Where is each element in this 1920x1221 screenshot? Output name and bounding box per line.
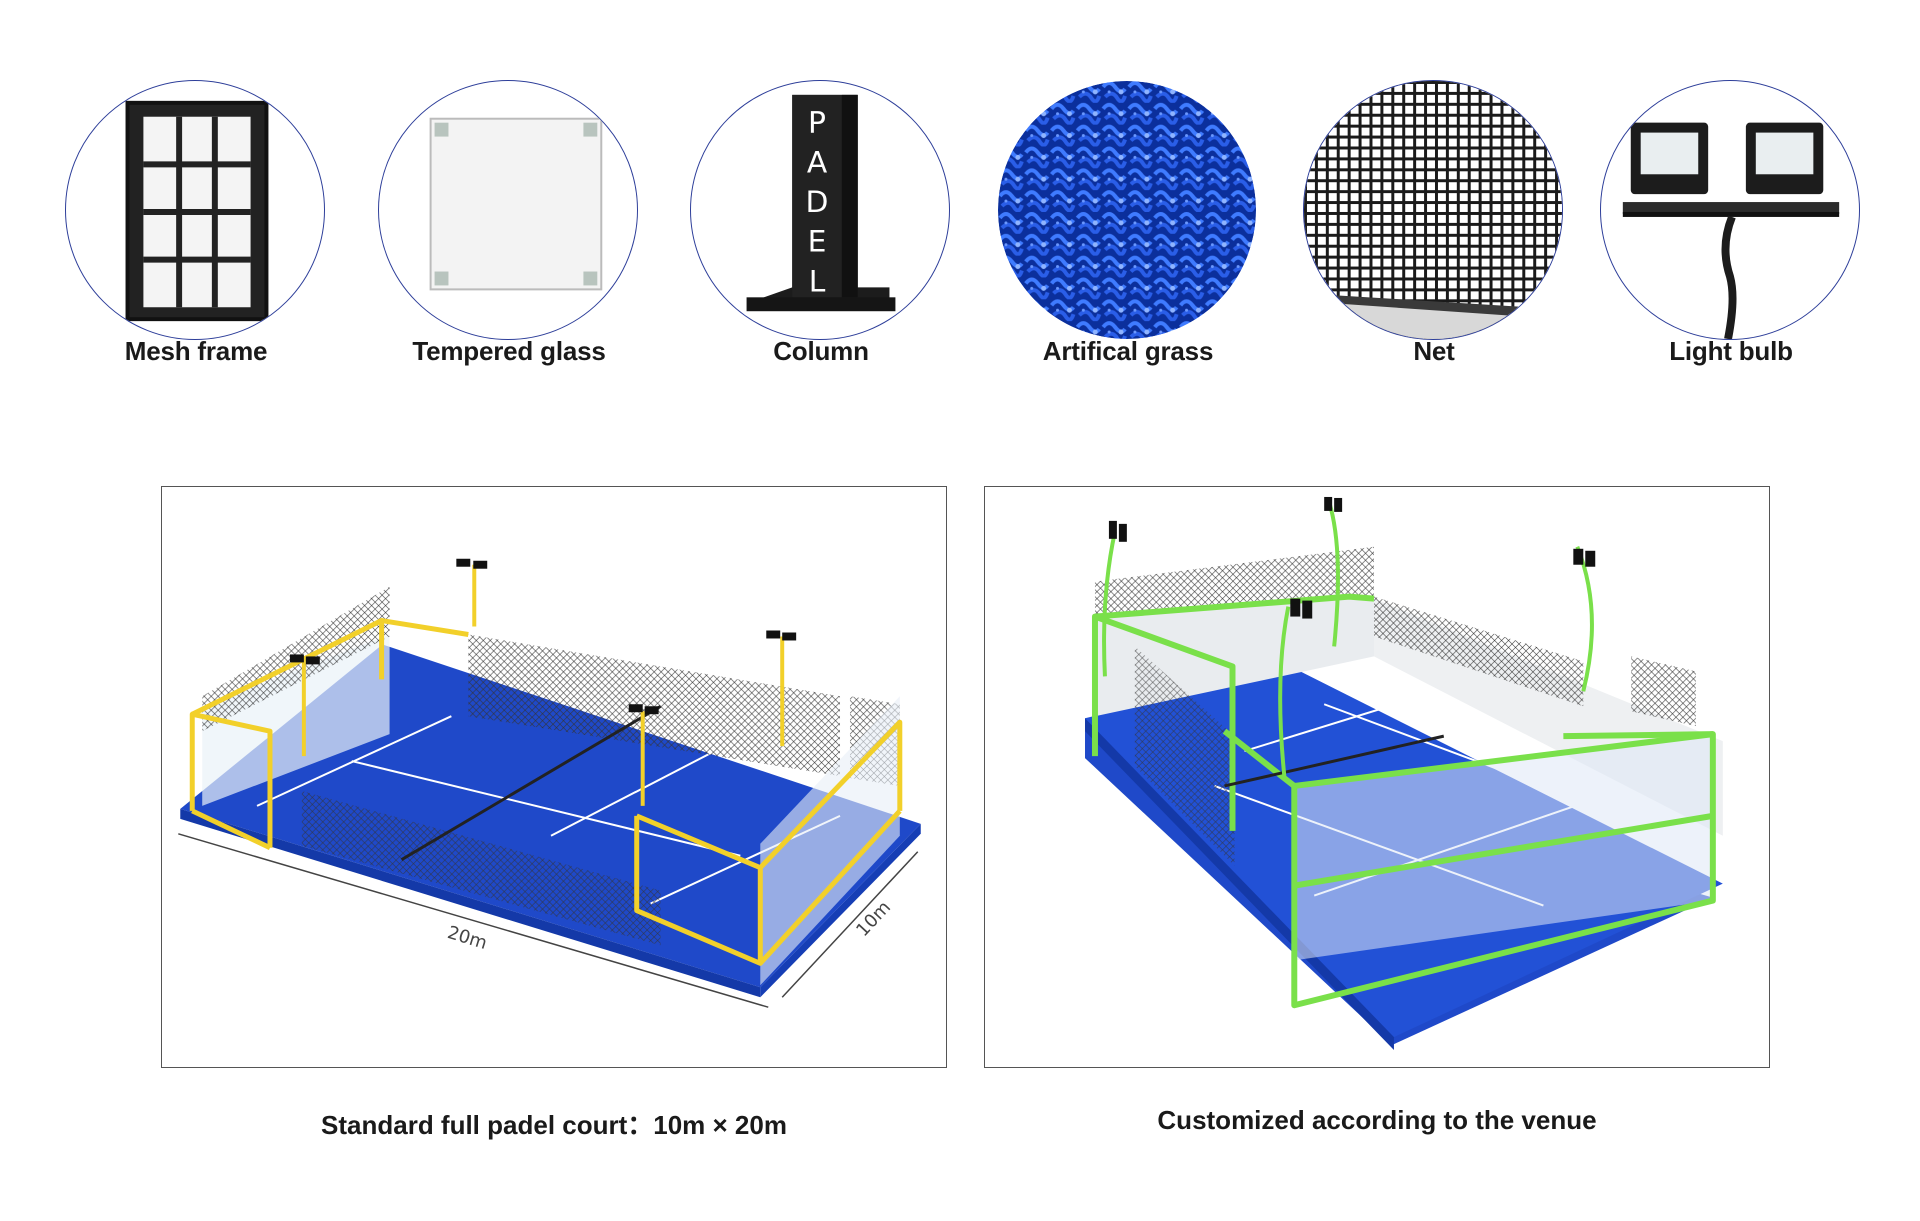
part-label: Tempered glass	[412, 336, 606, 366]
column-letter: D	[806, 185, 829, 220]
standard-court-illustration: 20m 10m	[178, 558, 921, 1008]
column-letter: L	[809, 264, 826, 299]
custom-court-panel	[984, 486, 1770, 1068]
width-dimension-label: 10m	[852, 897, 895, 941]
part-label: Light bulb	[1669, 336, 1793, 366]
column-letter: A	[807, 145, 828, 180]
part-light-bulb: Light bulb	[1600, 80, 1862, 366]
part-net: Net	[1303, 80, 1565, 366]
custom-court-caption: Customized according to the venue	[1157, 1105, 1597, 1135]
custom-court-illustration	[1085, 496, 1723, 1051]
net-icon	[1303, 80, 1563, 340]
parts-row: Mesh frame Tempered glass P	[0, 0, 1920, 380]
part-label: Mesh frame	[124, 336, 268, 366]
part-artificial-grass: Artifical grass	[997, 80, 1259, 366]
light-bulb-icon	[1600, 80, 1860, 340]
part-label: Artifical grass	[1042, 336, 1214, 366]
standard-court-panel: 20m 10m	[161, 486, 947, 1068]
tempered-glass-icon	[378, 80, 638, 340]
part-column: P A D E L Column	[690, 80, 952, 366]
column-letter: P	[808, 106, 826, 141]
length-dimension-label: 20m	[445, 922, 490, 954]
part-label: Net	[1413, 336, 1455, 366]
column-icon: P A D E L	[690, 80, 950, 340]
part-label: Column	[773, 336, 869, 366]
part-mesh-frame: Mesh frame	[65, 80, 327, 366]
standard-court-caption: Standard full padel court：10m × 20m	[321, 1110, 787, 1140]
column-letter: E	[808, 225, 827, 260]
part-tempered-glass: Tempered glass	[378, 80, 640, 366]
artificial-grass-icon	[997, 80, 1257, 340]
mesh-frame-icon	[65, 80, 325, 340]
